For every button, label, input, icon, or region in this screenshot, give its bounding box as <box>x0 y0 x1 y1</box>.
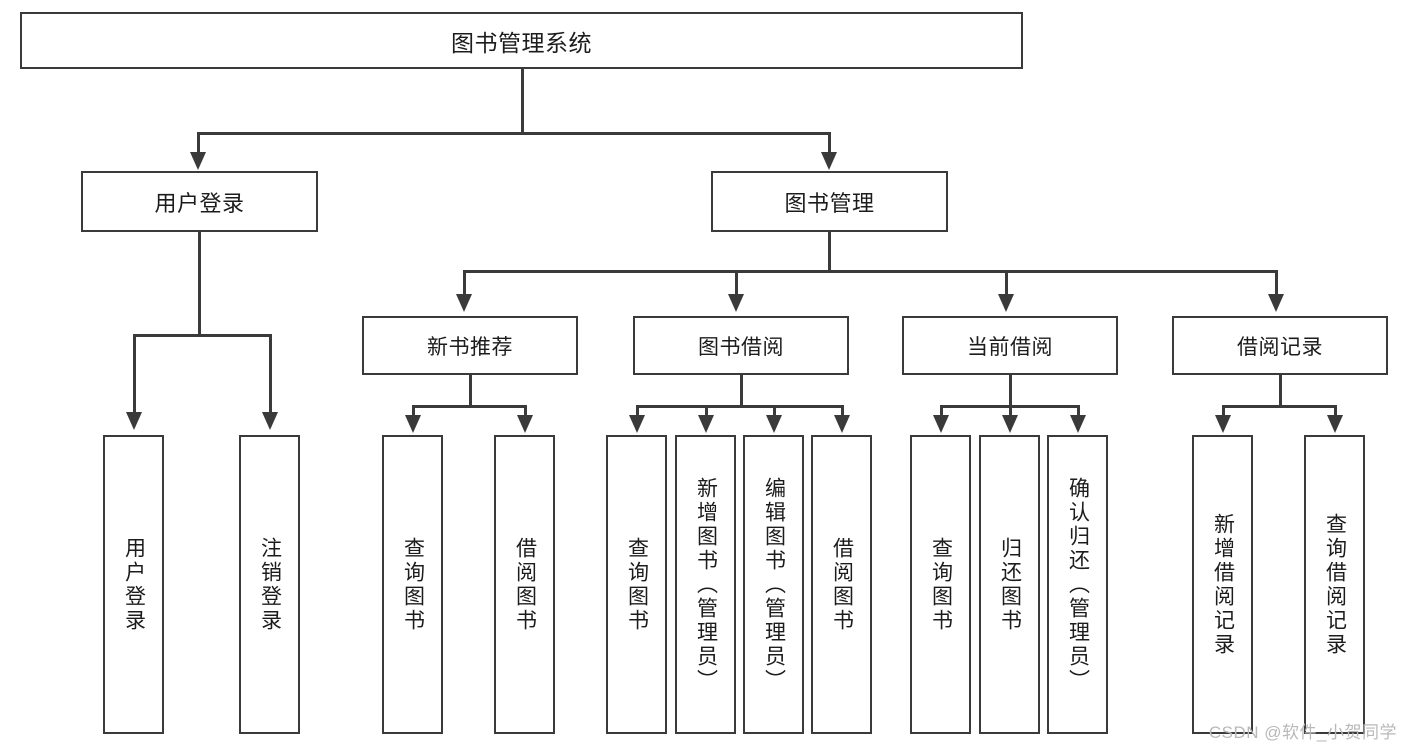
connector-root-to-book-manage <box>828 132 831 156</box>
node-user-login[interactable]: 用户登录 <box>81 171 318 232</box>
arrowhead-borrow-records-leaf-1 <box>1215 415 1231 433</box>
leaf-book-borrow-query-book[interactable]: 查询图书 <box>606 435 667 734</box>
connector-book-manage-to-new-book <box>463 270 466 296</box>
connector-book-manage-bar <box>463 270 1278 273</box>
connector-new-book-to-leaf-2 <box>524 405 527 417</box>
leaf-borrow-records-add-record[interactable]: 新增借阅记录 <box>1192 435 1253 734</box>
connector-book-borrow-to-leaf-4 <box>841 405 844 417</box>
node-label: 新书推荐 <box>427 335 513 359</box>
leaf-label: 借阅图书 <box>513 536 537 633</box>
connector-current-borrow-to-leaf-3 <box>1077 405 1080 417</box>
leaf-label: 编辑图书（管理员） <box>762 476 786 693</box>
leaf-book-borrow-edit-book-admin[interactable]: 编辑图书（管理员） <box>743 435 804 734</box>
arrowhead-root-to-book-manage <box>821 152 837 170</box>
arrowhead-book-manage-current <box>998 294 1014 312</box>
arrowhead-current-borrow-leaf-1 <box>933 415 949 433</box>
leaf-book-borrow-add-book-admin[interactable]: 新增图书（管理员） <box>675 435 736 734</box>
connector-user-login-bar <box>133 334 269 337</box>
leaf-label: 注销登录 <box>258 536 282 633</box>
node-root-system[interactable]: 图书管理系统 <box>20 12 1023 69</box>
connector-borrow-records-to-leaf-2 <box>1334 405 1337 417</box>
leaf-current-borrow-return-book[interactable]: 归还图书 <box>979 435 1040 734</box>
arrowhead-borrow-records-leaf-2 <box>1327 415 1343 433</box>
connector-book-borrow-to-leaf-2 <box>705 405 708 417</box>
leaf-label: 用户登录 <box>122 536 146 633</box>
connector-borrow-records-to-leaf-1 <box>1222 405 1225 417</box>
connector-root-to-user-login <box>197 132 200 156</box>
connector-book-manage-to-current <box>1005 270 1008 296</box>
node-new-book-recommend[interactable]: 新书推荐 <box>362 316 578 375</box>
node-label: 用户登录 <box>154 190 245 216</box>
leaf-current-borrow-confirm-return-admin[interactable]: 确认归还（管理员） <box>1047 435 1108 734</box>
leaf-label: 确认归还（管理员） <box>1066 476 1090 693</box>
node-current-borrow[interactable]: 当前借阅 <box>902 316 1118 375</box>
connector-root-bar <box>197 132 830 135</box>
leaf-label: 借阅图书 <box>830 536 854 633</box>
node-label: 图书管理 <box>784 190 875 216</box>
leaf-new-book-borrow-book[interactable]: 借阅图书 <box>494 435 555 734</box>
connector-book-borrow-stem <box>740 375 743 405</box>
connector-book-manage-to-records <box>1275 270 1278 296</box>
connector-book-borrow-bar <box>636 405 844 408</box>
connector-current-borrow-to-leaf-1 <box>940 405 943 417</box>
leaf-new-book-query-book[interactable]: 查询图书 <box>382 435 443 734</box>
arrowhead-book-borrow-leaf-1 <box>629 415 645 433</box>
leaf-label: 查询借阅记录 <box>1323 512 1347 657</box>
arrowhead-book-manage-new-book <box>456 294 472 312</box>
node-borrow-records[interactable]: 借阅记录 <box>1172 316 1388 375</box>
connector-book-manage-stem <box>828 232 831 272</box>
leaf-label: 归还图书 <box>998 536 1022 633</box>
leaf-label: 新增借阅记录 <box>1211 512 1235 657</box>
arrowhead-root-to-user-login <box>190 152 206 170</box>
arrowhead-new-book-leaf-2 <box>517 415 533 433</box>
node-label: 借阅记录 <box>1237 335 1323 359</box>
arrowhead-user-login-leaf-2 <box>262 412 278 430</box>
arrowhead-current-borrow-leaf-2 <box>1002 415 1018 433</box>
connector-user-login-to-leaf-2 <box>269 334 272 414</box>
arrowhead-book-manage-records <box>1268 294 1284 312</box>
leaf-label: 查询图书 <box>625 536 649 633</box>
arrowhead-book-borrow-leaf-3 <box>766 415 782 433</box>
node-book-management[interactable]: 图书管理 <box>711 171 948 232</box>
leaf-label: 查询图书 <box>929 536 953 633</box>
connector-current-borrow-to-leaf-2 <box>1009 405 1012 417</box>
connector-new-book-stem <box>469 375 472 405</box>
node-book-borrow[interactable]: 图书借阅 <box>633 316 849 375</box>
connector-book-borrow-to-leaf-1 <box>636 405 639 417</box>
connector-user-login-to-leaf-1 <box>133 334 136 414</box>
connector-current-borrow-stem <box>1009 375 1012 405</box>
arrowhead-user-login-leaf-1 <box>126 412 142 430</box>
connector-book-manage-to-borrow <box>735 270 738 296</box>
leaf-label: 查询图书 <box>401 536 425 633</box>
connector-book-borrow-to-leaf-3 <box>773 405 776 417</box>
connector-user-login-stem <box>198 232 201 334</box>
connector-new-book-bar <box>412 405 527 408</box>
arrowhead-book-borrow-leaf-2 <box>698 415 714 433</box>
node-label: 图书管理系统 <box>451 29 592 56</box>
leaf-current-borrow-query-book[interactable]: 查询图书 <box>910 435 971 734</box>
arrowhead-new-book-leaf-1 <box>405 415 421 433</box>
connector-new-book-to-leaf-1 <box>412 405 415 417</box>
leaf-user-login-login[interactable]: 用户登录 <box>103 435 164 734</box>
arrowhead-book-borrow-leaf-4 <box>834 415 850 433</box>
arrowhead-current-borrow-leaf-3 <box>1070 415 1086 433</box>
leaf-book-borrow-borrow-book[interactable]: 借阅图书 <box>811 435 872 734</box>
leaf-label: 新增图书（管理员） <box>694 476 718 693</box>
leaf-user-login-logout[interactable]: 注销登录 <box>239 435 300 734</box>
connector-borrow-records-stem <box>1279 375 1282 405</box>
arrowhead-book-manage-borrow <box>728 294 744 312</box>
leaf-borrow-records-query-record[interactable]: 查询借阅记录 <box>1304 435 1365 734</box>
connector-root-stem <box>521 69 524 132</box>
connector-borrow-records-bar <box>1222 405 1337 408</box>
node-label: 当前借阅 <box>967 335 1053 359</box>
node-label: 图书借阅 <box>698 335 784 359</box>
